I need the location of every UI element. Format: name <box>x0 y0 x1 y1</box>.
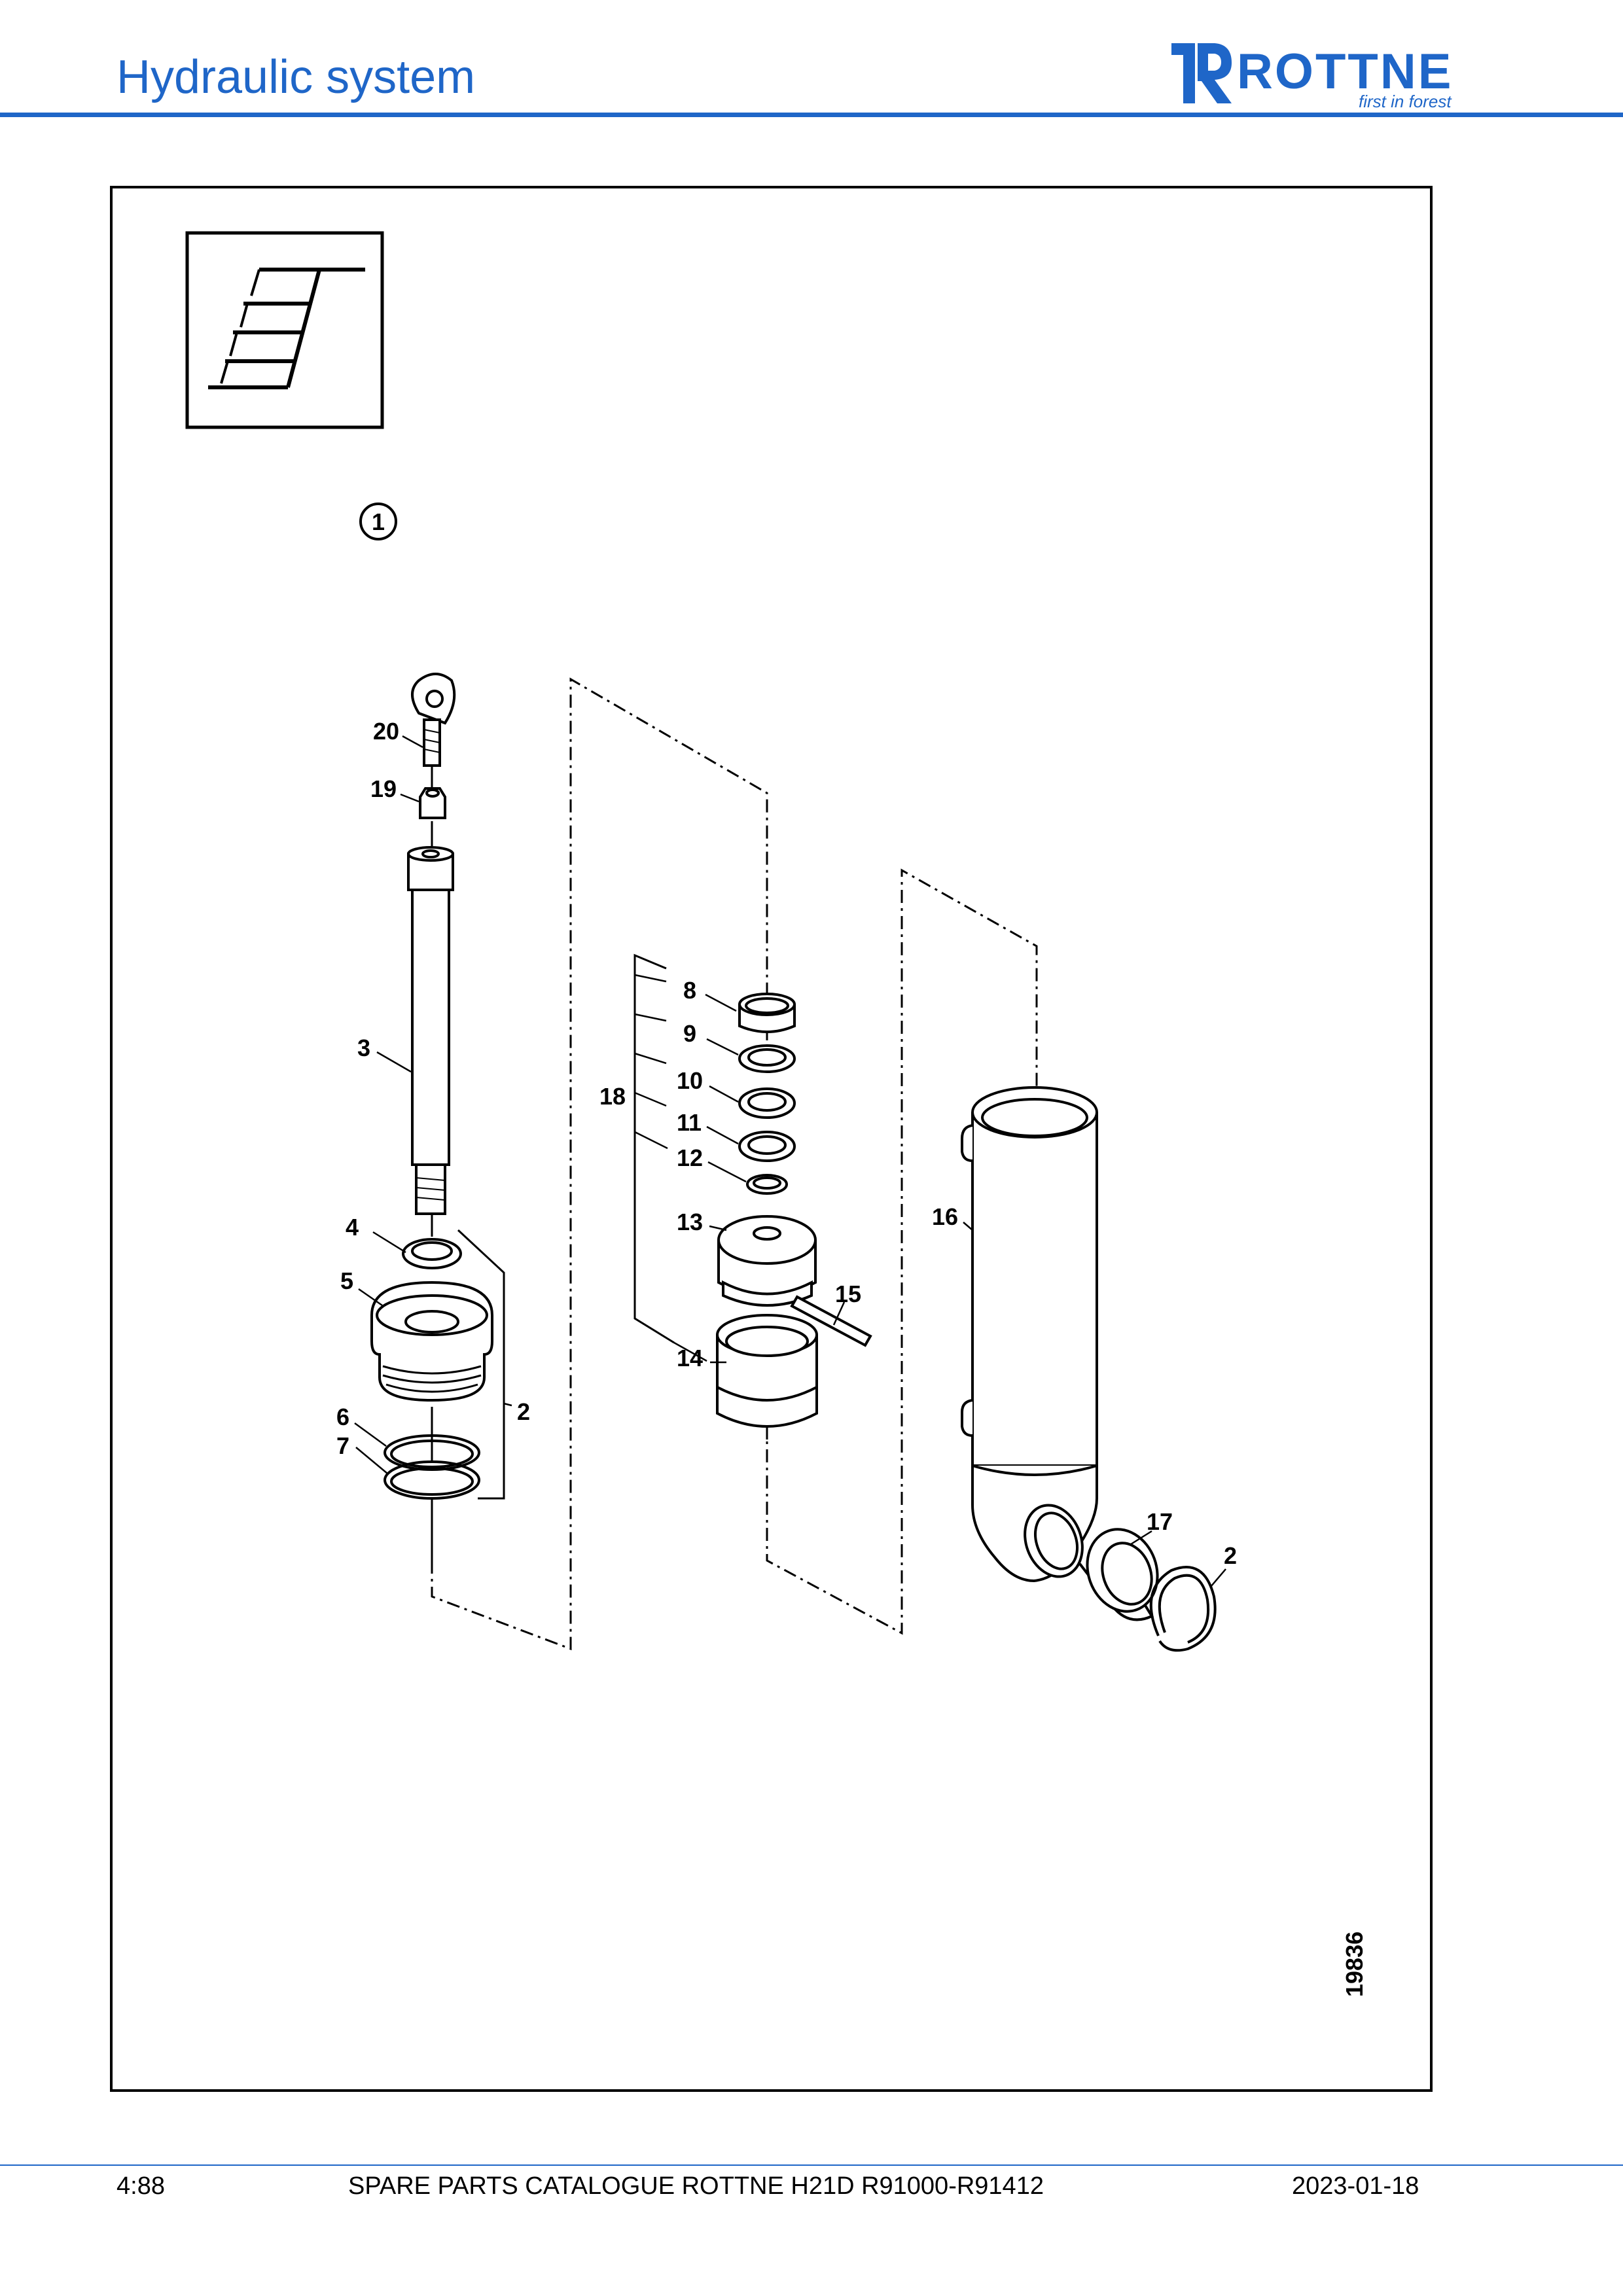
callout-19: 19 <box>370 775 397 802</box>
part-rod-eye <box>411 673 456 767</box>
callout-11: 11 <box>677 1109 702 1136</box>
part-seal-ring <box>738 1044 796 1073</box>
callout-10: 10 <box>677 1067 703 1094</box>
part-piston-rod <box>407 846 454 1215</box>
part-spherical-bearing <box>1079 1528 1159 1621</box>
callout-5: 5 <box>340 1267 353 1294</box>
callout-2-rod-group: 2 <box>517 1398 530 1425</box>
rottne-logo-icon <box>1171 43 1232 103</box>
part-circlip <box>1149 1566 1217 1652</box>
callout-20: 20 <box>373 718 399 745</box>
callout-7: 7 <box>336 1432 349 1459</box>
callout-2-circlip: 2 <box>1224 1542 1237 1569</box>
page-title: Hydraulic system <box>116 51 476 103</box>
part-lock-pin <box>790 1295 872 1347</box>
callout-16: 16 <box>932 1203 958 1230</box>
part-wear-ring <box>738 1131 796 1162</box>
callout-4: 4 <box>346 1214 359 1241</box>
footer-catalogue-title: SPARE PARTS CATALOGUE ROTTNE H21D R91000… <box>348 2172 1044 2200</box>
footer-rule <box>0 2164 1623 2166</box>
part-nut <box>419 787 446 819</box>
assembly-number-circle <box>359 503 397 540</box>
part-cylinder-head <box>370 1280 493 1402</box>
callout-3: 3 <box>357 1034 370 1061</box>
part-piston <box>717 1215 817 1307</box>
brand-logo: ROTTNE first in forest <box>1169 34 1516 113</box>
diagram-frame <box>110 186 1433 2092</box>
part-wiper <box>402 1238 462 1269</box>
part-guide-ring <box>738 993 796 1033</box>
callout-9: 9 <box>683 1020 696 1047</box>
figure-number: 19836 <box>1341 1932 1368 1997</box>
part-inner-o-ring <box>746 1174 788 1195</box>
brand-name: ROTTNE <box>1237 44 1454 99</box>
callout-8: 8 <box>683 977 696 1004</box>
callout-13: 13 <box>677 1209 703 1235</box>
callout-6: 6 <box>336 1404 349 1430</box>
callout-18: 18 <box>599 1083 626 1110</box>
footer-date: 2023-01-18 <box>1292 2172 1419 2200</box>
part-cylinder-tube <box>961 1086 1098 1583</box>
part-piston-seal <box>738 1087 796 1119</box>
callout-14: 14 <box>677 1345 703 1371</box>
footer-page-number: 4:88 <box>116 2172 165 2200</box>
callout-12: 12 <box>677 1144 703 1171</box>
part-o-ring <box>383 1434 480 1500</box>
callout-17: 17 <box>1147 1508 1173 1535</box>
callout-assembly-number: 1 <box>372 508 385 535</box>
part-piston-body <box>716 1314 818 1428</box>
callout-15: 15 <box>835 1280 861 1307</box>
hydraulic-cylinder-symbol-icon <box>185 231 384 429</box>
brand-tagline: first in forest <box>1359 92 1452 111</box>
header-rule <box>0 113 1623 117</box>
